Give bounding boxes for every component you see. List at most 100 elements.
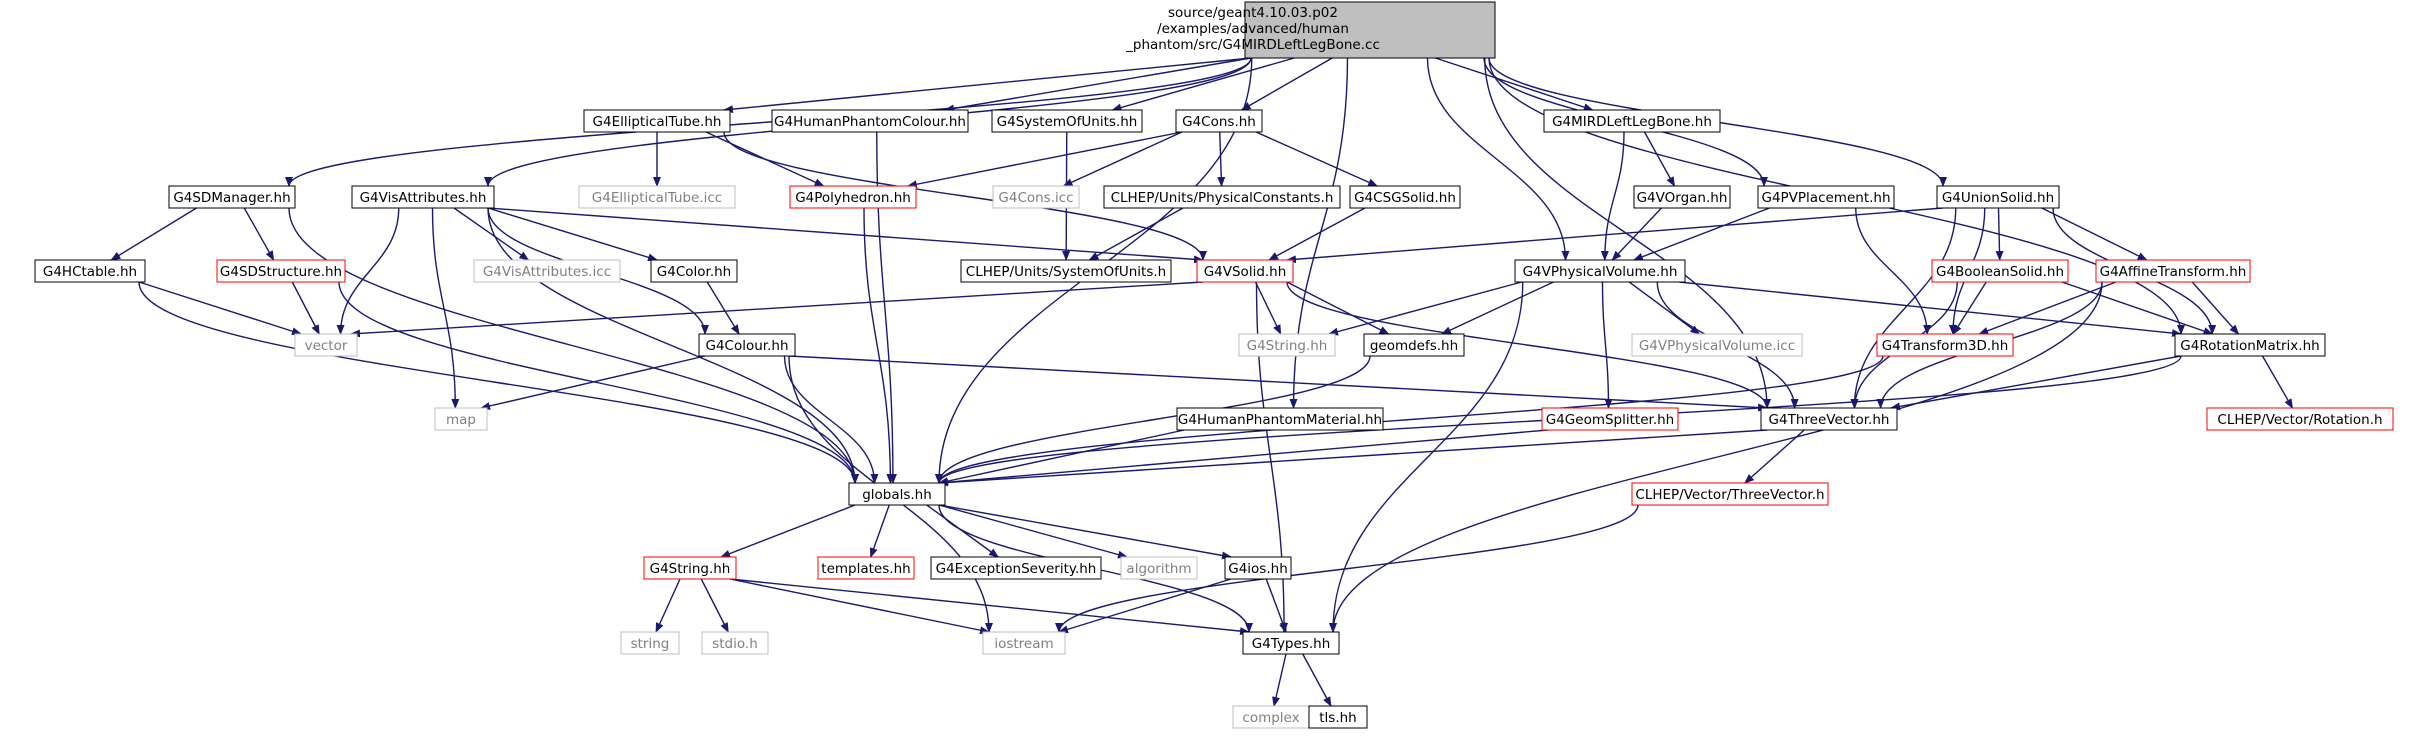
edge-G4String_hh-to-string <box>655 578 681 633</box>
node-globals_hh[interactable]: globals.hh <box>848 482 946 506</box>
edge-G4String_hh-to-iostream <box>729 578 990 635</box>
node-G4VOrgan_hh[interactable]: G4VOrgan.hh <box>1633 185 1731 209</box>
node-G4BooleanSolid_hh[interactable]: G4BooleanSolid.hh <box>1931 259 2069 283</box>
node-box <box>2206 407 2394 431</box>
node-label: vector <box>305 338 348 354</box>
node-G4Transform3D_hh[interactable]: G4Transform3D.hh <box>1876 333 2014 357</box>
node-G4PVPlacement_hh[interactable]: G4PVPlacement.hh <box>1757 185 1895 209</box>
node-G4Color_hh[interactable]: G4Color.hh <box>650 259 738 283</box>
edge-root-to-G4MIRDLeftLegBone_hh <box>1435 57 1594 111</box>
node-label: templates.hh <box>821 561 910 577</box>
node-label: map <box>446 412 476 428</box>
node-G4VPhysicalVolume_hh[interactable]: G4VPhysicalVolume.hh <box>1514 259 1686 283</box>
node-G4ExceptionSeverity_hh[interactable]: G4ExceptionSeverity.hh <box>930 556 1102 580</box>
node-G4HCtable_hh[interactable]: G4HCtable.hh <box>34 259 146 283</box>
node-CLHEP_SystemOfUnits_h[interactable]: CLHEP/Units/SystemOfUnits.h <box>960 259 1172 283</box>
node-G4VSolid_hh[interactable]: G4VSolid.hh <box>1196 259 1294 283</box>
node-label: G4String.hh <box>650 561 731 577</box>
node-box <box>1936 185 2060 209</box>
edge-G4SDStructure_hh-to-vector <box>291 281 320 335</box>
node-G4ThreeVector_hh[interactable]: G4ThreeVector.hh <box>1760 407 1898 431</box>
edge-G4VPhysicalVolume_hh-to-G4String_hh_ext <box>1328 281 1522 336</box>
edge-geomdefs_hh-to-globals_hh <box>935 355 1371 484</box>
node-box <box>1242 631 1340 655</box>
edge-G4AffineTransform_hh-to-G4Transform3D_hh <box>1978 281 2117 335</box>
node-CLHEP_Rotation_h[interactable]: CLHEP/Vector/Rotation.h <box>2206 407 2394 431</box>
node-label: G4VisAttributes.hh <box>360 190 487 206</box>
node-G4AffineTransform_hh[interactable]: G4AffineTransform.hh <box>2095 259 2251 283</box>
node-label: G4VPhysicalVolume.icc <box>1639 338 1795 354</box>
node-label: G4Cons.icc <box>998 190 1073 206</box>
edge-G4VisAttributes_hh-to-G4Color_hh <box>487 207 658 262</box>
edge-root-to-G4VPhysicalVolume_hh <box>1426 57 1570 261</box>
node-label: G4ios.hh <box>1228 561 1288 577</box>
node-label: G4MIRDLeftLegBone.hh <box>1552 114 1712 130</box>
node-G4VisAttributes_hh[interactable]: G4VisAttributes.hh <box>351 185 495 209</box>
node-label: G4HumanPhantomMaterial.hh <box>1178 412 1382 428</box>
node-G4Polyhedron_hh[interactable]: G4Polyhedron.hh <box>789 185 917 209</box>
node-box <box>434 407 488 431</box>
node-G4RotationMatrix_hh[interactable]: G4RotationMatrix.hh <box>2174 333 2326 357</box>
edge-globals_hh-to-algorithm <box>938 504 1128 559</box>
edge-G4PVPlacement_hh-to-G4Transform3D_hh <box>1855 207 1932 335</box>
edge-G4Cons_hh-to-G4CSGSolid_hh <box>1255 131 1379 187</box>
node-G4SystemOfUnits_hh[interactable]: G4SystemOfUnits.hh <box>991 109 1143 133</box>
node-G4ios_hh[interactable]: G4ios.hh <box>1224 556 1292 580</box>
node-iostream: iostream <box>982 631 1066 655</box>
edge-G4VPhysicalVolume_hh-to-G4RotationMatrix_hh <box>1678 281 2182 338</box>
node-complex: complex <box>1232 705 1310 729</box>
node-label: G4VPhysicalVolume.hh <box>1523 264 1678 280</box>
node-G4Cons_hh[interactable]: G4Cons.hh <box>1175 109 1263 133</box>
node-box <box>168 185 296 209</box>
node-box <box>34 259 146 283</box>
node-label: CLHEP/Units/SystemOfUnits.h <box>966 264 1166 280</box>
node-geomdefs_hh[interactable]: geomdefs.hh <box>1363 333 1465 357</box>
node-G4Colour_hh[interactable]: G4Colour.hh <box>698 333 796 357</box>
edge-G4CSGSolid_hh-to-G4VSolid_hh <box>1268 207 1366 261</box>
node-box <box>1633 185 1731 209</box>
edge-G4ios_hh-to-iostream <box>1058 578 1232 634</box>
node-label: G4ExceptionSeverity.hh <box>936 561 1097 577</box>
node-tls_hh[interactable]: tls.hh <box>1308 705 1368 729</box>
node-G4SDManager_hh[interactable]: G4SDManager.hh <box>168 185 296 209</box>
edge-G4SDStructure_hh-to-globals_hh <box>338 281 859 484</box>
node-box <box>1244 1 1496 59</box>
edge-G4Types_hh-to-tls_hh <box>1302 653 1332 707</box>
edge-G4VSolid_hh-to-vector <box>350 281 1204 338</box>
edge-G4Colour_hh-to-G4ThreeVector_hh <box>788 355 1768 412</box>
node-G4Types_hh[interactable]: G4Types.hh <box>1242 631 1340 655</box>
edge-G4VPhysicalVolume_hh-to-G4Types_hh <box>1329 281 1524 633</box>
edge-root-to-G4HumanPhantomColour_hh <box>944 57 1252 113</box>
node-box <box>1541 407 1679 431</box>
node-box <box>1349 185 1461 209</box>
node-label: string <box>631 636 670 652</box>
node-string: string <box>620 631 680 655</box>
node-templates_hh[interactable]: templates.hh <box>817 556 915 580</box>
node-box <box>578 185 736 209</box>
node-G4MIRDLeftLegBone_hh[interactable]: G4MIRDLeftLegBone.hh <box>1543 109 1721 133</box>
edge-G4Color_hh-to-G4Colour_hh <box>706 281 740 335</box>
edge-root-to-G4SDManager_hh <box>285 57 1252 187</box>
node-box <box>620 631 680 655</box>
node-G4CSGSolid_hh[interactable]: G4CSGSolid.hh <box>1349 185 1461 209</box>
node-CLHEP_PhysicalConstants_h[interactable]: CLHEP/Units/PhysicalConstants.h <box>1103 185 1341 209</box>
node-G4GeomSplitter_hh[interactable]: G4GeomSplitter.hh <box>1541 407 1679 431</box>
node-box <box>1363 333 1465 357</box>
node-box <box>1120 556 1198 580</box>
node-G4HumanPhantomColour_hh[interactable]: G4HumanPhantomColour.hh <box>771 109 969 133</box>
node-G4HumanPhantomMaterial_hh[interactable]: G4HumanPhantomMaterial.hh <box>1176 407 1384 431</box>
node-label: G4Cons.hh <box>1182 114 1256 130</box>
node-G4String_hh[interactable]: G4String.hh <box>643 556 737 580</box>
node-G4SDStructure_hh[interactable]: G4SDStructure.hh <box>216 259 346 283</box>
edge-G4SDManager_hh-to-G4SDStructure_hh <box>243 207 275 261</box>
node-G4UnionSolid_hh[interactable]: G4UnionSolid.hh <box>1936 185 2060 209</box>
edge-G4VSolid_hh-to-G4ThreeVector_hh <box>1286 281 1771 409</box>
edge-G4AffineTransform_hh-to-G4Types_hh <box>1329 281 2103 633</box>
node-CLHEP_ThreeVector_h[interactable]: CLHEP/Vector/ThreeVector.h <box>1631 482 1829 506</box>
edge-root-to-G4SystemOfUnits_hh <box>1111 57 1295 112</box>
node-box <box>1308 705 1368 729</box>
node-G4EllipticalTube_hh[interactable]: G4EllipticalTube.hh <box>583 109 731 133</box>
edge-G4UnionSolid_hh-to-G4AffineTransform_hh <box>2041 207 2148 261</box>
node-stdio_h: stdio.h <box>701 631 769 655</box>
node-box <box>1631 482 1829 506</box>
